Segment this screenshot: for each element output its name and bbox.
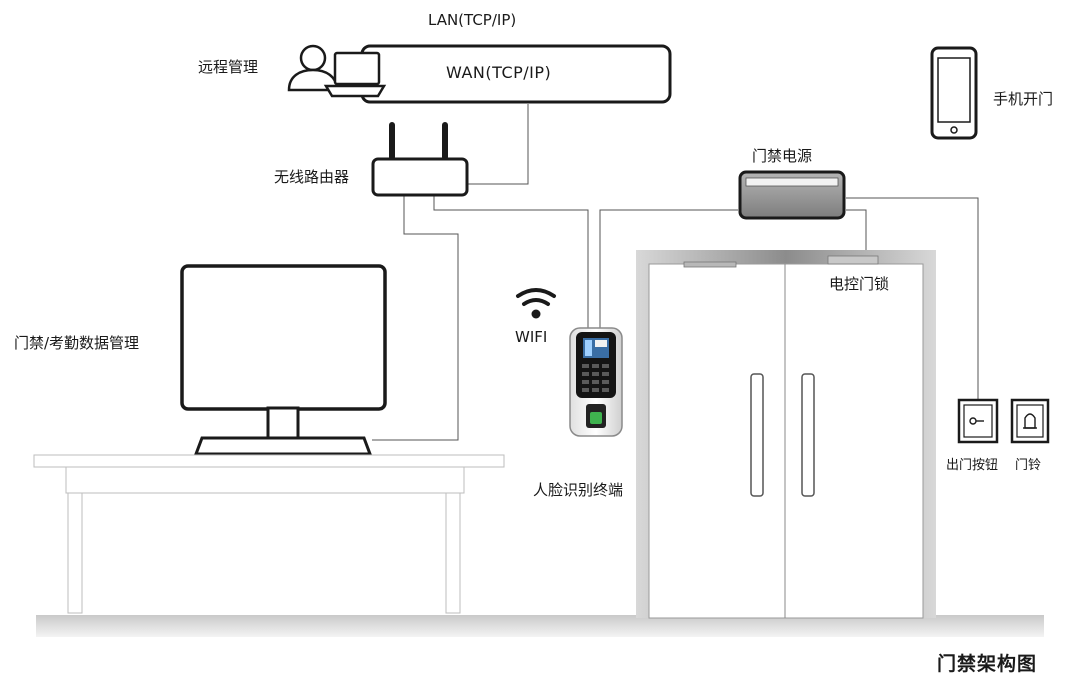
wire-router-to-wan <box>468 104 529 185</box>
wire-power-to-lock <box>846 209 867 256</box>
double-door <box>636 250 936 619</box>
access-power-label: 门禁电源 <box>752 147 813 165</box>
door-handle-left <box>750 373 764 497</box>
wire-power-to-terminal <box>599 209 738 330</box>
wifi-label: WIFI <box>515 328 548 346</box>
connection-wires <box>372 104 979 441</box>
doorbell-icon <box>1010 398 1050 444</box>
diagram-title: 门禁架构图 <box>937 653 1038 675</box>
wire-power-to-exit-button <box>846 197 979 400</box>
lan-label: LAN(TCP/IP) <box>428 11 517 29</box>
monitor-icon <box>180 264 387 456</box>
wire-router-to-desk <box>372 196 459 441</box>
floor <box>36 615 1044 637</box>
door-handle-right <box>801 373 815 497</box>
access-attendance-management-label: 门禁/考勤数据管理 <box>14 334 140 352</box>
doorbell-label: 门铃 <box>1015 458 1042 473</box>
router-icon <box>371 122 469 197</box>
electric-lock-label: 电控门锁 <box>829 275 890 293</box>
exit-button-icon <box>957 398 999 444</box>
wire-router-to-terminal <box>433 196 589 330</box>
exit-button-label: 出门按钮 <box>946 458 999 473</box>
mobile-unlock-label: 手机开门 <box>993 90 1054 108</box>
remote-user-icon <box>287 44 340 92</box>
electric-lock-body <box>827 255 879 265</box>
mobile-phone-icon <box>930 46 978 140</box>
desk <box>33 454 505 614</box>
power-supply-icon <box>738 170 846 220</box>
face-terminal-device <box>569 327 623 437</box>
face-terminal-label: 人脸识别终端 <box>533 481 624 499</box>
wan-label: WAN(TCP/IP) <box>446 63 552 82</box>
wifi-icon <box>516 288 556 319</box>
remote-management-label: 远程管理 <box>198 58 259 76</box>
laptop-icon <box>323 51 387 98</box>
wireless-router-label: 无线路由器 <box>274 168 350 186</box>
